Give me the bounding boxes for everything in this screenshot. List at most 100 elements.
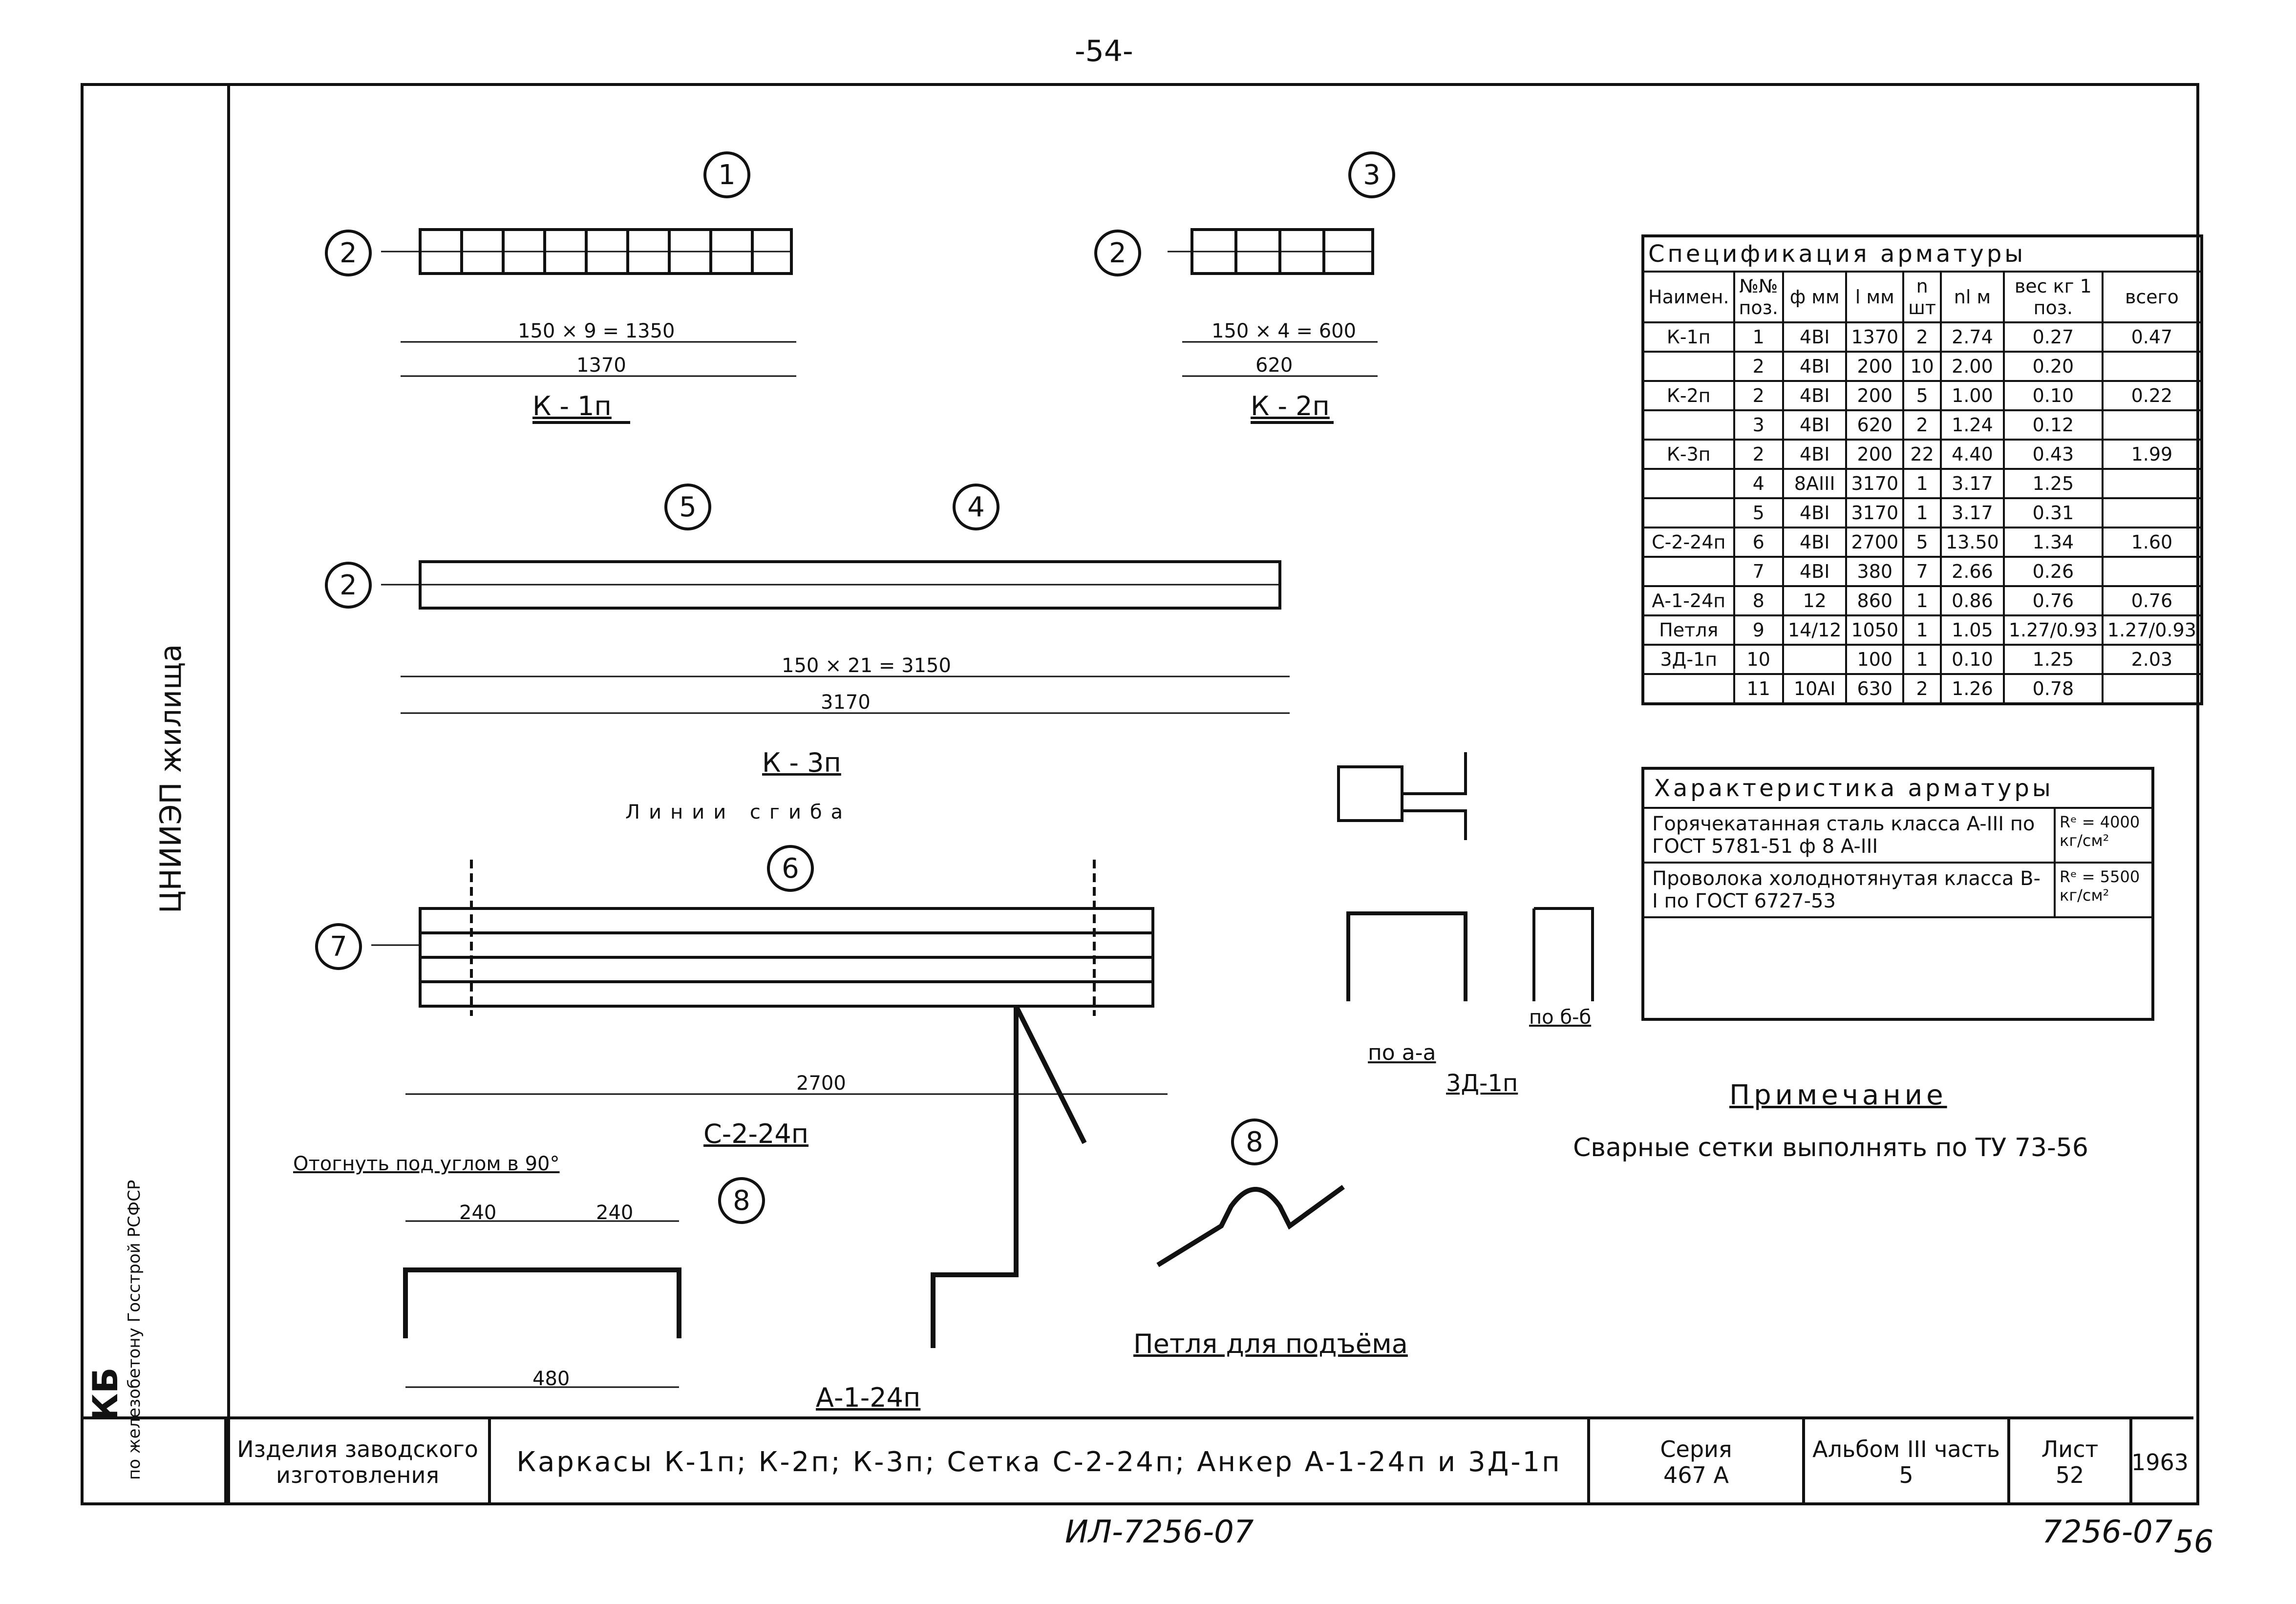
spec-cell: 1.25 bbox=[2002, 468, 2104, 499]
spec-cell: 0.86 bbox=[1940, 585, 2005, 616]
spec-cell: 2 bbox=[1733, 351, 1784, 382]
spec-cell: 2.66 bbox=[1940, 556, 2005, 587]
spec-cell: 1 bbox=[1902, 497, 1942, 528]
spec-cell: К-2п bbox=[1642, 380, 1735, 411]
spec-cell: 7 bbox=[1902, 556, 1942, 587]
reinforcement-spec-table: Спецификация арматуры Наимен.№№ поз.ф мм… bbox=[1641, 234, 2203, 705]
approval-stamp: КБ по железобетону Госстрой РСФСР ЦНИИЭП… bbox=[81, 83, 230, 1502]
k2p-dim-total: 620 bbox=[1255, 354, 1293, 377]
c224p-dim-total: 2700 bbox=[796, 1072, 846, 1095]
position-marker-2c: 2 bbox=[325, 562, 372, 609]
spec-cell: 3170 bbox=[1845, 468, 1905, 499]
spec-cell: 0.10 bbox=[2002, 380, 2104, 411]
sheet-label: Лист bbox=[2041, 1436, 2099, 1463]
c224p-label: С-2-24п bbox=[703, 1119, 809, 1149]
spec-cell bbox=[1642, 409, 1735, 441]
characteristics-row: Проволока холоднотянутая класса B-I по Г… bbox=[1644, 864, 2151, 918]
spec-cell: 1.00 bbox=[1940, 380, 2005, 411]
spec-cell: 1.34 bbox=[2002, 527, 2104, 558]
spec-cell: 4 bbox=[1733, 468, 1784, 499]
spec-cell: 1.25 bbox=[2002, 644, 2104, 675]
spec-cell: 1 bbox=[1902, 614, 1942, 646]
k2p-label: К - 2п bbox=[1251, 391, 1330, 422]
position-marker-5: 5 bbox=[664, 484, 711, 530]
spec-cell: 860 bbox=[1845, 585, 1905, 616]
spec-cell: 2 bbox=[1733, 439, 1784, 470]
zd1p-label: 3Д-1п bbox=[1446, 1070, 1518, 1097]
spec-cell bbox=[2101, 468, 2203, 499]
spec-header-cell: ф мм bbox=[1782, 271, 1848, 323]
spec-cell: 2 bbox=[1902, 321, 1942, 353]
a124p-d2: 240 bbox=[596, 1202, 634, 1224]
spec-cell: 0.31 bbox=[2002, 497, 2104, 528]
spec-cell: 14/12 bbox=[1782, 614, 1848, 646]
spec-cell: 4.40 bbox=[1940, 439, 2005, 470]
spec-cell bbox=[1642, 351, 1735, 382]
spec-cell: 4BI bbox=[1782, 439, 1848, 470]
a124p-bend-note: Отогнуть под углом в 90° bbox=[293, 1153, 560, 1175]
spec-cell: 0.78 bbox=[2002, 673, 2104, 705]
spec-cell: 3.17 bbox=[1940, 497, 2005, 528]
spec-cell: 0.26 bbox=[2002, 556, 2104, 587]
spec-cell: 4BI bbox=[1782, 409, 1848, 441]
spec-cell: 200 bbox=[1845, 439, 1905, 470]
title-block-stamp-spacer bbox=[81, 1419, 227, 1505]
series-value: 467 А bbox=[1663, 1462, 1729, 1488]
spec-cell: 1.27/0.93 bbox=[2002, 614, 2104, 646]
spec-cell: 2 bbox=[1733, 380, 1784, 411]
position-marker-1: 1 bbox=[703, 151, 750, 198]
spec-cell: 4BI bbox=[1782, 380, 1848, 411]
title-block-left: Изделия заводского изготовления bbox=[227, 1419, 491, 1505]
spec-cell: 0.27 bbox=[2002, 321, 2104, 353]
k1p-label: К - 1п bbox=[532, 391, 612, 422]
notes-text: Сварные сетки выполнять по ТУ 73-56 bbox=[1573, 1133, 2088, 1162]
k3p-dim-inner: 150 × 21 = 3150 bbox=[782, 654, 951, 677]
spec-cell: 1 bbox=[1902, 644, 1942, 675]
spec-cell: 630 bbox=[1845, 673, 1905, 705]
spec-header-cell: Наимен. bbox=[1642, 271, 1735, 323]
spec-header-cell: вес кг 1 поз. bbox=[2002, 271, 2104, 323]
spec-cell: 10 bbox=[1902, 351, 1942, 382]
characteristics-value: Rᵉ = 4000 кг/см² bbox=[2060, 813, 2140, 850]
spec-cell: 0.22 bbox=[2101, 380, 2203, 411]
position-marker-8b: 8 bbox=[1231, 1119, 1278, 1165]
bottom-right-number: 7256-07 bbox=[2042, 1514, 2173, 1550]
spec-cell: А-1-24п bbox=[1642, 585, 1735, 616]
a124p-label: А-1-24п bbox=[816, 1382, 921, 1413]
spec-cell: С-2-24п bbox=[1642, 527, 1735, 558]
title-block-center: Каркасы К-1п; К-2п; К-3п; Сетка С-2-24п;… bbox=[491, 1419, 1590, 1505]
title-block-album: Альбом III часть 5 bbox=[1805, 1419, 2010, 1505]
position-marker-2b: 2 bbox=[1094, 230, 1141, 276]
spec-cell: 4BI bbox=[1782, 321, 1848, 353]
notes-title: Примечание bbox=[1729, 1079, 1947, 1111]
spec-cell: 6 bbox=[1733, 527, 1784, 558]
series-label: Серия bbox=[1660, 1436, 1732, 1463]
position-marker-8: 8 bbox=[718, 1177, 765, 1224]
spec-cell: 200 bbox=[1845, 380, 1905, 411]
spec-cell: 100 bbox=[1845, 644, 1905, 675]
spec-cell: 4BI bbox=[1782, 556, 1848, 587]
spec-cell: 3Д-1п bbox=[1642, 644, 1735, 675]
k1p-dim-inner: 150 × 9 = 1350 bbox=[518, 320, 675, 342]
spec-header-cell: n шт bbox=[1902, 271, 1942, 323]
position-marker-6: 6 bbox=[767, 845, 814, 892]
spec-cell: 4BI bbox=[1782, 497, 1848, 528]
k2p-dim-inner: 150 × 4 = 600 bbox=[1212, 320, 1357, 342]
k1p-dim-total: 1370 bbox=[576, 354, 626, 377]
spec-cell: К-1п bbox=[1642, 321, 1735, 353]
drawing-frame bbox=[81, 83, 2199, 1505]
title-block: Изделия заводского изготовления Каркасы … bbox=[81, 1416, 2193, 1505]
characteristics-text: Горячекатанная сталь класса A-III по ГОС… bbox=[1644, 809, 2056, 862]
